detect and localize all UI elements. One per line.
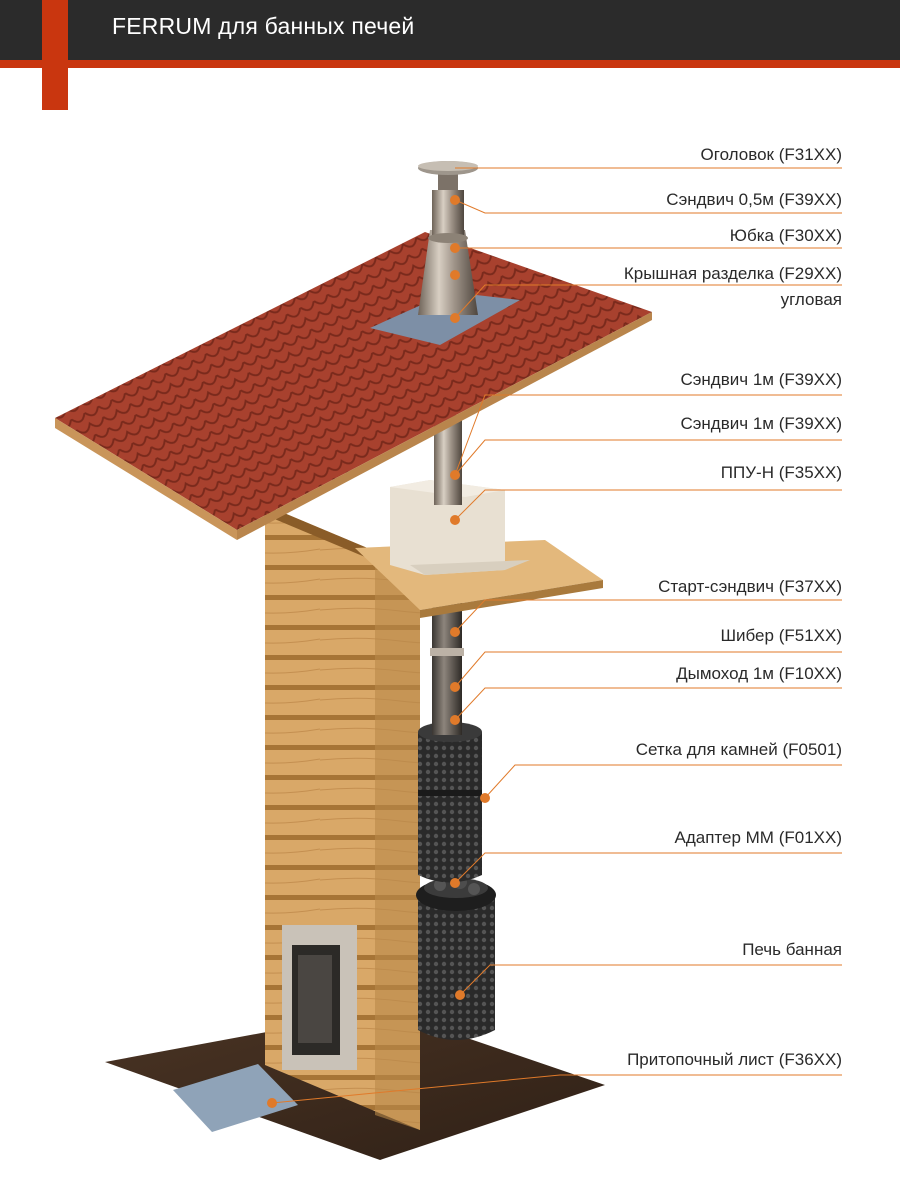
page-title: FERRUM для банных печей bbox=[112, 13, 415, 39]
label-dymohod: Дымоход 1м (F10XX) bbox=[676, 664, 842, 683]
label-shiber: Шибер (F51XX) bbox=[720, 626, 842, 645]
label-start-sandwich: Старт-сэндвич (F37XX) bbox=[658, 577, 842, 596]
leader-lines bbox=[271, 167, 842, 1104]
label-sandwich-05: Сэндвич 0,5м (F39XX) bbox=[666, 190, 842, 209]
stove-body bbox=[418, 895, 495, 1040]
label-setka: Сетка для камней (F0501) bbox=[635, 740, 842, 759]
flue-pipe bbox=[432, 600, 462, 735]
label-ppu-n: ППУ-Н (F35XX) bbox=[720, 463, 842, 482]
label-roof-penetration-sub: угловая bbox=[780, 290, 842, 309]
floor-plate bbox=[173, 1064, 298, 1132]
label-roof-penetration: Крышная разделка (F29XX) bbox=[623, 264, 842, 283]
roof bbox=[55, 232, 652, 530]
header-bar: FERRUM для банных печей bbox=[0, 0, 900, 60]
label-pritopochny: Притопочный лист (F36XX) bbox=[627, 1050, 842, 1069]
label-sandwich-1-a: Сэндвич 1м (F39XX) bbox=[680, 370, 842, 389]
label-ogolovok: Оголовок (F31XX) bbox=[700, 145, 842, 164]
label-yubka: Юбка (F30XX) bbox=[729, 226, 842, 245]
roof-flashing bbox=[370, 292, 520, 345]
label-pech: Печь банная bbox=[742, 940, 842, 959]
label-adapter: Адаптер ММ (F01XX) bbox=[674, 828, 843, 847]
header-accent-rule bbox=[0, 60, 900, 68]
stone-mesh bbox=[418, 732, 482, 883]
ppu-box bbox=[390, 480, 505, 575]
label-sandwich-1-b: Сэндвич 1м (F39XX) bbox=[680, 414, 842, 433]
roof-penetration bbox=[418, 230, 478, 315]
chimney-sandwich bbox=[432, 190, 464, 238]
header-accent-tab bbox=[42, 0, 68, 110]
leader-dots bbox=[267, 195, 490, 1108]
